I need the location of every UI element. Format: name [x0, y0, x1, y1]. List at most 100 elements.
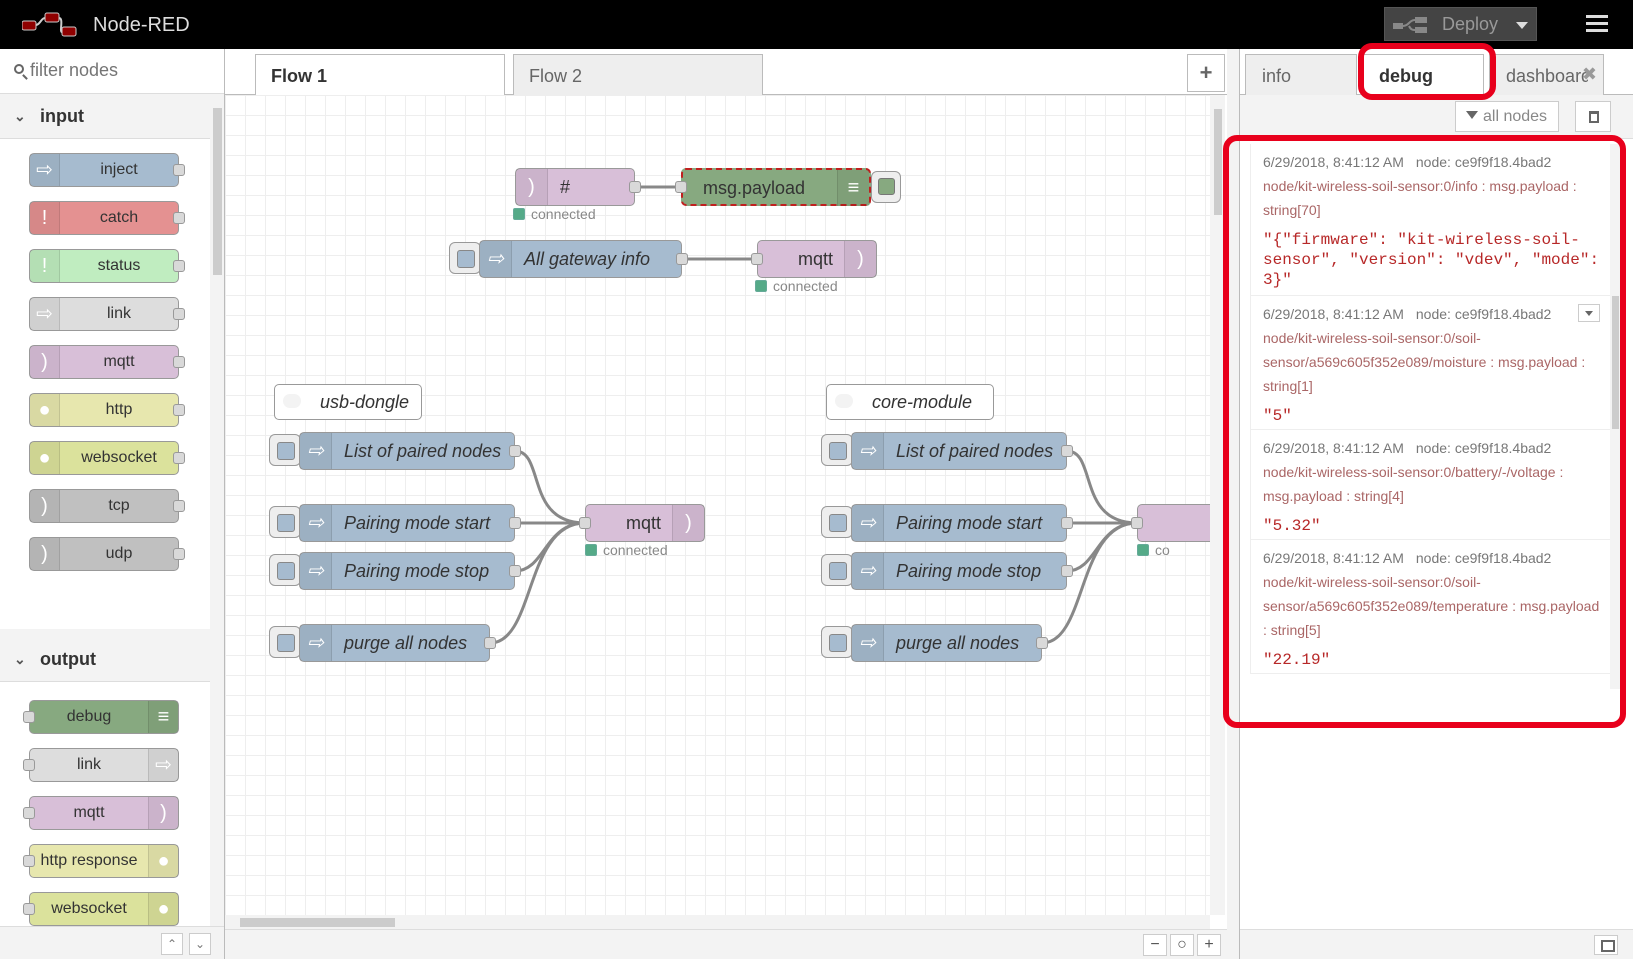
debug-filter-button[interactable]: all nodes	[1455, 101, 1559, 132]
palette-node-http-response[interactable]: http response ●	[23, 844, 179, 878]
mqtt-out-node-top[interactable]: mqtt )	[751, 240, 877, 278]
message-payload[interactable]: "5"	[1263, 407, 1292, 425]
node-label: link	[76, 756, 101, 773]
add-flow-button[interactable]: +	[1187, 54, 1225, 92]
message-payload[interactable]: "22.19"	[1263, 651, 1331, 669]
output-port[interactable]	[509, 517, 521, 529]
output-port[interactable]	[484, 637, 496, 649]
close-icon[interactable]: ✖	[1581, 64, 1597, 84]
inject-node-pairing-start[interactable]: ⇨ Pairing mode start	[299, 504, 521, 542]
clear-debug-button[interactable]	[1575, 101, 1611, 132]
palette-node-websocket-in[interactable]: ● websocket	[29, 441, 185, 475]
zoom-in-button[interactable]: +	[1197, 934, 1221, 956]
collapse-all-icon[interactable]: ⌃	[161, 933, 183, 955]
palette-category-output[interactable]: ⌄ output	[0, 638, 210, 682]
filter-nodes-input[interactable]	[30, 60, 210, 81]
message-node[interactable]: node: ce9f9f18.4bad2	[1415, 440, 1552, 456]
message-node[interactable]: node: ce9f9f18.4bad2	[1415, 154, 1552, 170]
output-port[interactable]	[629, 181, 641, 193]
message-payload[interactable]: "{"firmware": "kit-wireless-soil-sensor"…	[1263, 231, 1600, 289]
inject-button[interactable]	[821, 434, 853, 466]
message-node[interactable]: node: ce9f9f18.4bad2	[1415, 306, 1552, 322]
palette-node-mqtt-in[interactable]: ) mqtt	[29, 345, 185, 379]
tab-flow-1[interactable]: Flow 1	[255, 54, 505, 96]
mqtt-out-node-usb[interactable]: mqtt )	[579, 504, 705, 542]
output-port[interactable]	[509, 445, 521, 457]
input-port[interactable]	[1131, 517, 1143, 529]
inject-button[interactable]	[449, 242, 481, 274]
input-port[interactable]	[675, 181, 687, 193]
palette-node-debug[interactable]: debug ≡	[23, 700, 179, 734]
inject-button[interactable]	[821, 554, 853, 586]
palette-node-link-in[interactable]: ⇨ link	[29, 297, 185, 331]
palette-category-input[interactable]: ⌄ input	[0, 95, 210, 139]
output-port[interactable]	[1061, 517, 1073, 529]
message-payload[interactable]: "5.32"	[1263, 517, 1321, 535]
inject-node-pairing-stop-core[interactable]: ⇨ Pairing mode stop	[851, 552, 1073, 590]
tab-dashboard[interactable]: dashboard ✖	[1489, 54, 1604, 96]
mqtt-out-node-core[interactable]	[1131, 504, 1210, 542]
palette-node-catch[interactable]: ! catch	[29, 201, 185, 235]
palette-node-inject[interactable]: ⇨ inject	[29, 153, 185, 187]
tab-debug[interactable]: debug	[1362, 54, 1484, 96]
comment-usb-dongle[interactable]: usb-dongle	[274, 384, 422, 420]
inject-node-pairing-start-core[interactable]: ⇨ Pairing mode start	[851, 504, 1073, 542]
comment-core-module[interactable]: core-module	[826, 384, 994, 420]
deploy-dropdown-icon[interactable]	[1516, 22, 1528, 29]
tab-info[interactable]: info	[1245, 54, 1357, 96]
palette-node-websocket-out[interactable]: websocket ●	[23, 892, 179, 926]
workspace-horizontal-scrollbar[interactable]	[225, 915, 1210, 929]
inject-button[interactable]	[821, 626, 853, 658]
inject-node-list-paired[interactable]: ⇨ List of paired nodes	[299, 432, 521, 470]
deploy-button[interactable]: Deploy	[1384, 7, 1537, 41]
scrollbar-thumb[interactable]	[1612, 296, 1619, 429]
inject-node-purge-all[interactable]: ⇨ purge all nodes	[299, 624, 496, 662]
output-port[interactable]	[509, 565, 521, 577]
flow-canvas[interactable]: ) # connected msg.payload ≡ ⇨ All gatewa…	[225, 95, 1210, 915]
output-port[interactable]	[1036, 637, 1048, 649]
input-port[interactable]	[579, 517, 591, 529]
palette-node-tcp-in[interactable]: ) tcp	[29, 489, 185, 523]
palette-node-link-out[interactable]: link ⇨	[23, 748, 179, 782]
inject-button[interactable]	[269, 434, 301, 466]
inject-node-all-gateway-info[interactable]: ⇨ All gateway info	[479, 240, 688, 278]
inject-node-pairing-stop[interactable]: ⇨ Pairing mode stop	[299, 552, 521, 590]
inject-node-purge-all-core[interactable]: ⇨ purge all nodes	[851, 624, 1048, 662]
inject-button[interactable]	[269, 554, 301, 586]
inject-node-list-paired-core[interactable]: ⇨ List of paired nodes	[851, 432, 1073, 470]
palette-node-mqtt-out[interactable]: mqtt )	[23, 796, 179, 830]
zoom-reset-button[interactable]: ○	[1170, 934, 1194, 956]
inject-button[interactable]	[269, 506, 301, 538]
palette-node-udp-in[interactable]: ) udp	[29, 537, 185, 571]
debug-toggle-button[interactable]	[871, 171, 901, 203]
tab-flow-2[interactable]: Flow 2	[513, 54, 763, 96]
scrollbar-thumb[interactable]	[240, 918, 395, 927]
message-menu-icon[interactable]	[1578, 304, 1600, 322]
monitor-icon[interactable]	[1594, 935, 1618, 955]
output-port[interactable]	[1061, 565, 1073, 577]
debug-scrollbar[interactable]	[1610, 144, 1620, 689]
debug-node[interactable]: msg.payload ≡	[675, 168, 871, 206]
scrollbar-thumb[interactable]	[213, 108, 222, 275]
zoom-out-button[interactable]: −	[1143, 934, 1167, 956]
palette-scrollbar[interactable]	[210, 95, 224, 935]
message-node[interactable]: node: ce9f9f18.4bad2	[1415, 550, 1552, 566]
palette-node-http-in[interactable]: ● http	[29, 393, 185, 427]
main-menu-icon[interactable]	[1586, 15, 1608, 33]
sidebar-separator[interactable]	[1227, 49, 1239, 959]
scrollbar-thumb[interactable]	[1214, 109, 1222, 215]
inject-button[interactable]	[821, 506, 853, 538]
mqtt-in-node[interactable]: ) #	[515, 168, 641, 206]
inject-button[interactable]	[269, 626, 301, 658]
palette-node-status[interactable]: ! status	[29, 249, 185, 283]
output-port[interactable]	[676, 253, 688, 265]
input-port[interactable]	[751, 253, 763, 265]
workspace-vertical-scrollbar[interactable]	[1210, 95, 1225, 915]
expand-all-icon[interactable]: ⌄	[189, 933, 211, 955]
output-port[interactable]	[1061, 445, 1073, 457]
